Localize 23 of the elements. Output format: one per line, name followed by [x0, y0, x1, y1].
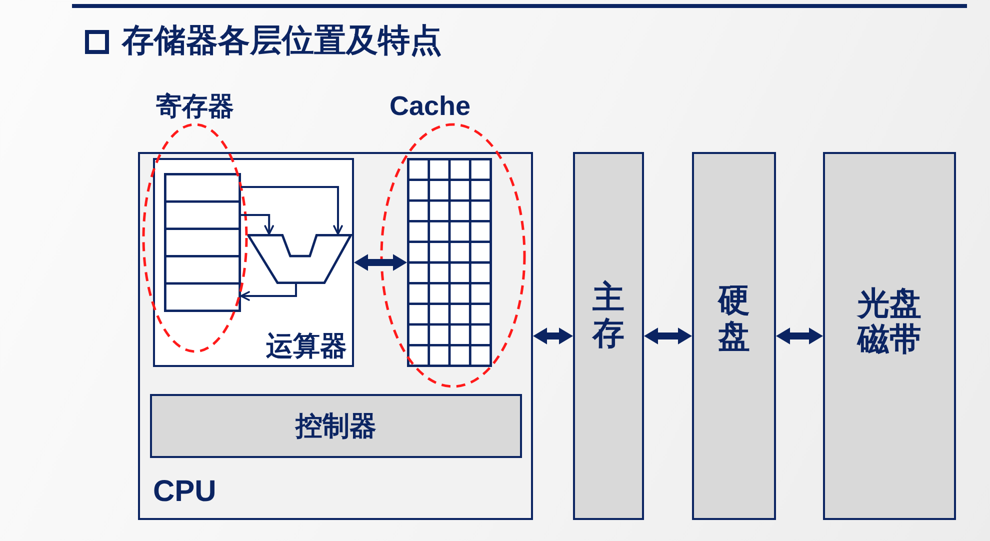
highlight-label: 寄存器 [156, 92, 234, 121]
box-label: 主存 [592, 280, 626, 352]
process-box [692, 152, 776, 520]
alu-symbol [247, 234, 352, 284]
title: 存储器各层位置及特点 [122, 23, 442, 59]
box-label: CPU [153, 475, 216, 509]
arrow [241, 214, 274, 235]
process-box [823, 152, 956, 520]
box-label: 光盘磁带 [856, 286, 922, 358]
highlight-label: Cache [389, 90, 471, 121]
double-arrow [776, 328, 823, 344]
box-label: 硬盘 [717, 283, 751, 355]
box-label: 控制器 [296, 410, 376, 442]
process-box [150, 394, 522, 458]
register-stack [164, 173, 241, 312]
double-arrow [644, 328, 692, 344]
arrow [241, 186, 343, 235]
process-box [573, 152, 644, 520]
double-arrow [354, 254, 407, 271]
arrow [240, 284, 297, 301]
box-label: 运算器 [266, 330, 347, 361]
memory-grid [407, 158, 492, 367]
double-arrow [533, 328, 573, 344]
